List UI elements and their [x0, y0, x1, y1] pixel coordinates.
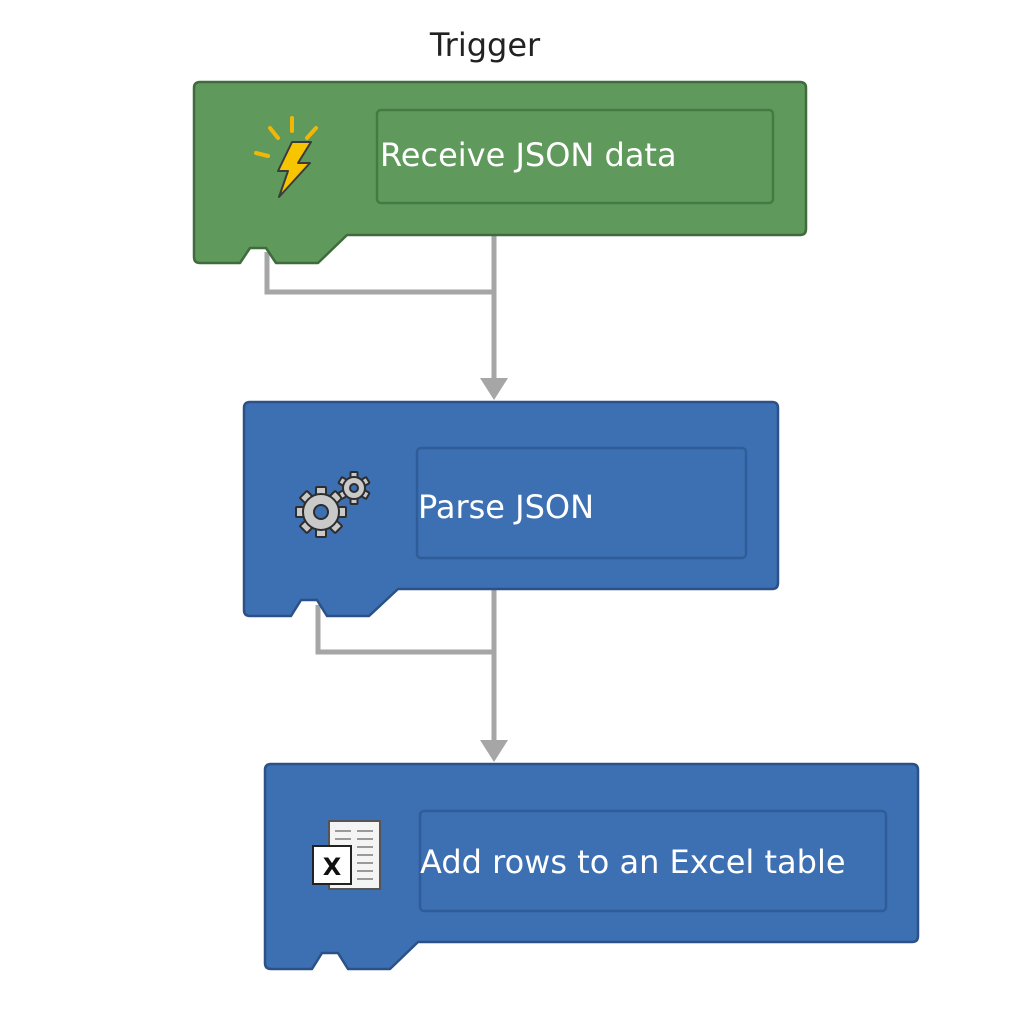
- excel-block-body: [263, 762, 920, 971]
- excel-block[interactable]: X Add rows to an Excel table: [263, 762, 920, 971]
- lightning-bolt-icon: [254, 116, 318, 198]
- arrowhead: [480, 378, 508, 400]
- excel-block-label: Add rows to an Excel table: [420, 843, 846, 881]
- parse-json-block-panel: [415, 446, 748, 560]
- excel-icon: X: [312, 820, 381, 890]
- trigger-block-body: [192, 80, 808, 265]
- arrowhead: [480, 740, 508, 762]
- excel-block-panel: [418, 809, 888, 913]
- parse-json-block-body: [242, 400, 780, 618]
- trigger-block-panel: [375, 108, 775, 205]
- excel-icon-letter: X: [323, 853, 342, 881]
- trigger-section-label: Trigger: [429, 26, 541, 64]
- trigger-block-label: Receive JSON data: [380, 136, 677, 174]
- trigger-block[interactable]: Receive JSON data: [192, 80, 808, 265]
- connector-parse-to-excel: [315, 590, 508, 762]
- gears-icon: [295, 471, 371, 538]
- connector-trigger-to-parse: [264, 234, 508, 400]
- parse-json-block[interactable]: Parse JSON: [242, 400, 780, 618]
- parse-json-block-label: Parse JSON: [418, 488, 594, 526]
